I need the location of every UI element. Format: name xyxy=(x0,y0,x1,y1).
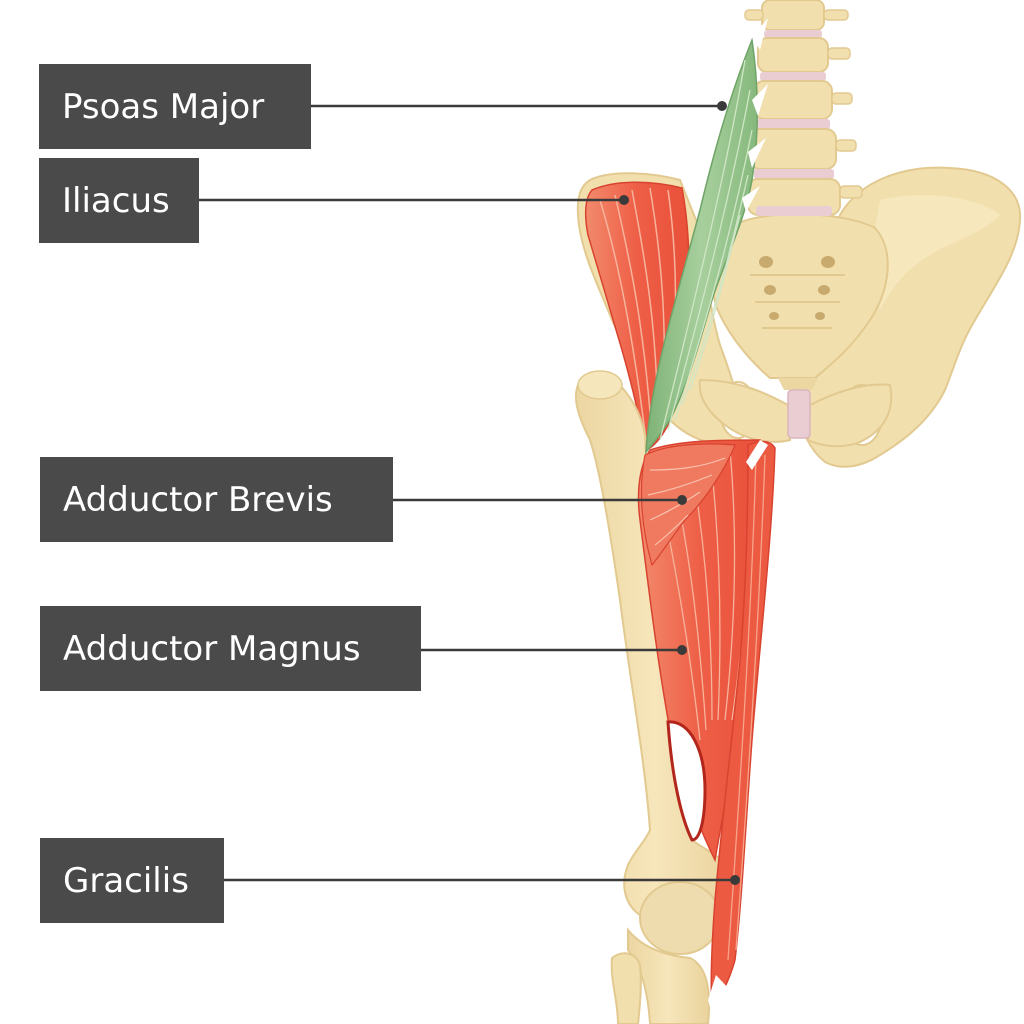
label-psoas-major: Psoas Major xyxy=(39,64,311,149)
pointer-dot-psoas xyxy=(717,101,727,111)
label-adductor-brevis: Adductor Brevis xyxy=(40,457,393,542)
adductor-brevis-muscle xyxy=(640,443,736,567)
leader-lines xyxy=(199,101,740,885)
lower-leg-bones xyxy=(610,927,711,1024)
label-iliacus: Iliacus xyxy=(39,158,199,243)
pointer-dot-brevis xyxy=(677,495,687,505)
psoas-major-muscle xyxy=(645,18,768,455)
pointer-dot-magnus xyxy=(677,645,687,655)
pointer-dot-iliacus xyxy=(619,195,629,205)
label-text-iliacus: Iliacus xyxy=(62,180,170,221)
patella xyxy=(639,881,721,955)
label-text-adductor-magnus: Adductor Magnus xyxy=(63,628,361,669)
gracilis-muscle xyxy=(708,440,776,1015)
pubic-bones xyxy=(698,378,893,448)
pointer-dot-gracilis xyxy=(730,875,740,885)
label-text-adductor-brevis: Adductor Brevis xyxy=(63,479,333,520)
label-gracilis: Gracilis xyxy=(40,838,224,923)
label-text-gracilis: Gracilis xyxy=(63,860,189,901)
label-text-psoas-major: Psoas Major xyxy=(62,86,265,127)
label-adductor-magnus: Adductor Magnus xyxy=(40,606,421,691)
lumbar-spine xyxy=(744,0,863,216)
